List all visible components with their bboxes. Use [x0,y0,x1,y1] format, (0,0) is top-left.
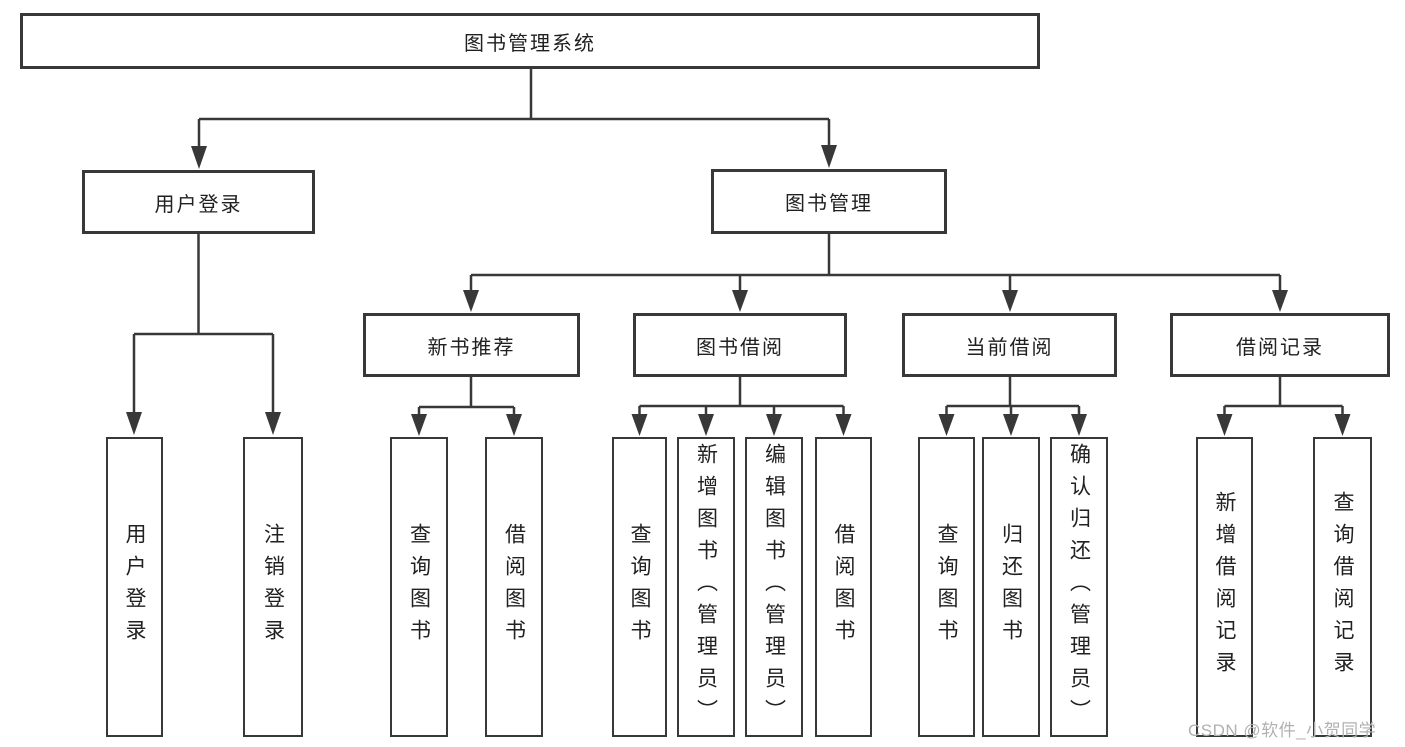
leaf-borrow-edit-book: 编辑图书（管理员） [745,437,803,737]
node-book-management: 图书管理 [711,169,947,234]
leaf-current-return-label: 归还图书 [999,523,1023,651]
node-borrow-records-label: 借阅记录 [1236,336,1324,359]
leaf-borrow-add-book-label: 新增图书（管理员） [694,443,718,731]
leaf-newbook-borrow: 借阅图书 [485,437,543,737]
node-book-borrow-label: 图书借阅 [696,336,784,359]
leaf-borrow-borrow-book-label: 借阅图书 [832,523,855,651]
leaf-current-confirm-return-label: 确认归还（管理员） [1067,443,1091,731]
leaf-current-query: 查询图书 [918,437,975,737]
node-root-label: 图书管理系统 [464,32,596,55]
node-book-management-label: 图书管理 [785,193,873,215]
leaf-newbook-query: 查询图书 [390,437,448,737]
node-current-borrow: 当前借阅 [902,313,1117,377]
leaf-current-confirm-return: 确认归还（管理员） [1050,437,1108,737]
leaf-borrow-query-label: 查询图书 [628,523,651,651]
leaf-records-add-label: 新增借阅记录 [1213,491,1236,683]
csdn-watermark: CSDN @软件_小贺同学 [1188,721,1377,740]
leaf-borrow-query: 查询图书 [612,437,667,737]
leaf-newbook-borrow-label: 借阅图书 [502,523,526,651]
node-root: 图书管理系统 [20,13,1040,69]
leaf-newbook-query-label: 查询图书 [407,523,431,651]
leaf-borrow-edit-book-label: 编辑图书（管理员） [762,443,786,731]
node-user-login-label: 用户登录 [154,193,243,216]
leaf-borrow-borrow-book: 借阅图书 [815,437,872,737]
leaf-user-login-label: 用户登录 [123,523,146,651]
node-new-book-recommend-label: 新书推荐 [427,336,516,359]
node-user-login: 用户登录 [82,170,315,234]
leaf-records-query-label: 查询借阅记录 [1331,491,1354,683]
leaf-logout-label: 注销登录 [261,523,285,651]
leaf-records-add: 新增借阅记录 [1196,437,1253,737]
leaf-logout: 注销登录 [243,437,303,737]
node-borrow-records: 借阅记录 [1170,313,1390,377]
leaf-current-query-label: 查询图书 [935,523,958,651]
node-new-book-recommend: 新书推荐 [363,313,580,377]
node-book-borrow: 图书借阅 [633,313,847,377]
node-current-borrow-label: 当前借阅 [965,336,1054,359]
leaf-borrow-add-book: 新增图书（管理员） [677,437,735,737]
leaf-current-return: 归还图书 [982,437,1040,737]
leaf-user-login: 用户登录 [106,437,163,737]
leaf-records-query: 查询借阅记录 [1313,437,1372,737]
